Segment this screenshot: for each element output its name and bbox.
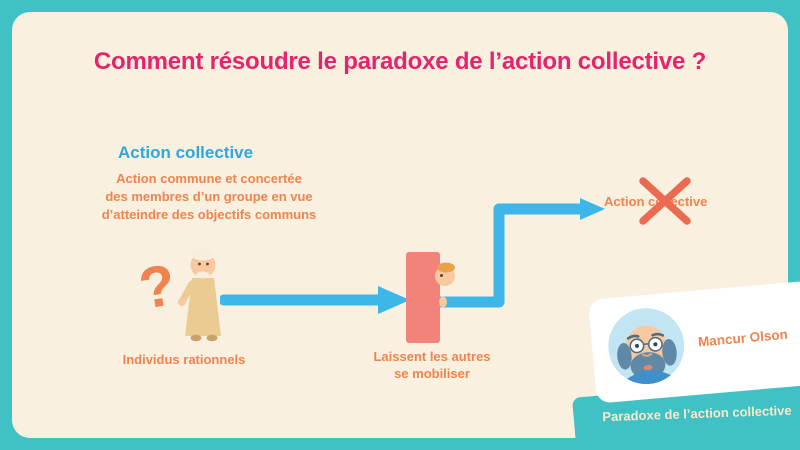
red-cross-icon: [639, 177, 691, 225]
definition-body: Action commune et concertée des membres …: [101, 171, 317, 222]
avatar: [605, 305, 687, 388]
question-mark-icon: ?: [138, 252, 181, 322]
hiding-person-illustration: [406, 252, 455, 343]
label-let-others-mobilize: Laissent les autres se mobiliser: [373, 349, 491, 381]
arrow-right-icon: [220, 286, 410, 314]
peeking-head-icon: [435, 262, 455, 308]
elbow-arrow-icon: [437, 198, 605, 308]
label-action-collective-crossed: Action collective: [604, 194, 708, 209]
label-rational-individuals: Individus rationnels: [122, 352, 246, 367]
mancur-olson-portrait-icon: [608, 308, 685, 388]
rational-individual-illustration: ?: [138, 248, 221, 342]
slide-background: Comment résoudre le paradoxe de l’action…: [12, 12, 788, 438]
author-card: Mancur Olson: [588, 271, 800, 404]
author-name: Mancur Olson: [697, 326, 789, 350]
person-icon: [178, 248, 221, 342]
slide-title: Comment résoudre le paradoxe de l’action…: [93, 48, 707, 75]
door-icon: [406, 252, 440, 343]
definition-heading: Action collective: [118, 143, 254, 162]
